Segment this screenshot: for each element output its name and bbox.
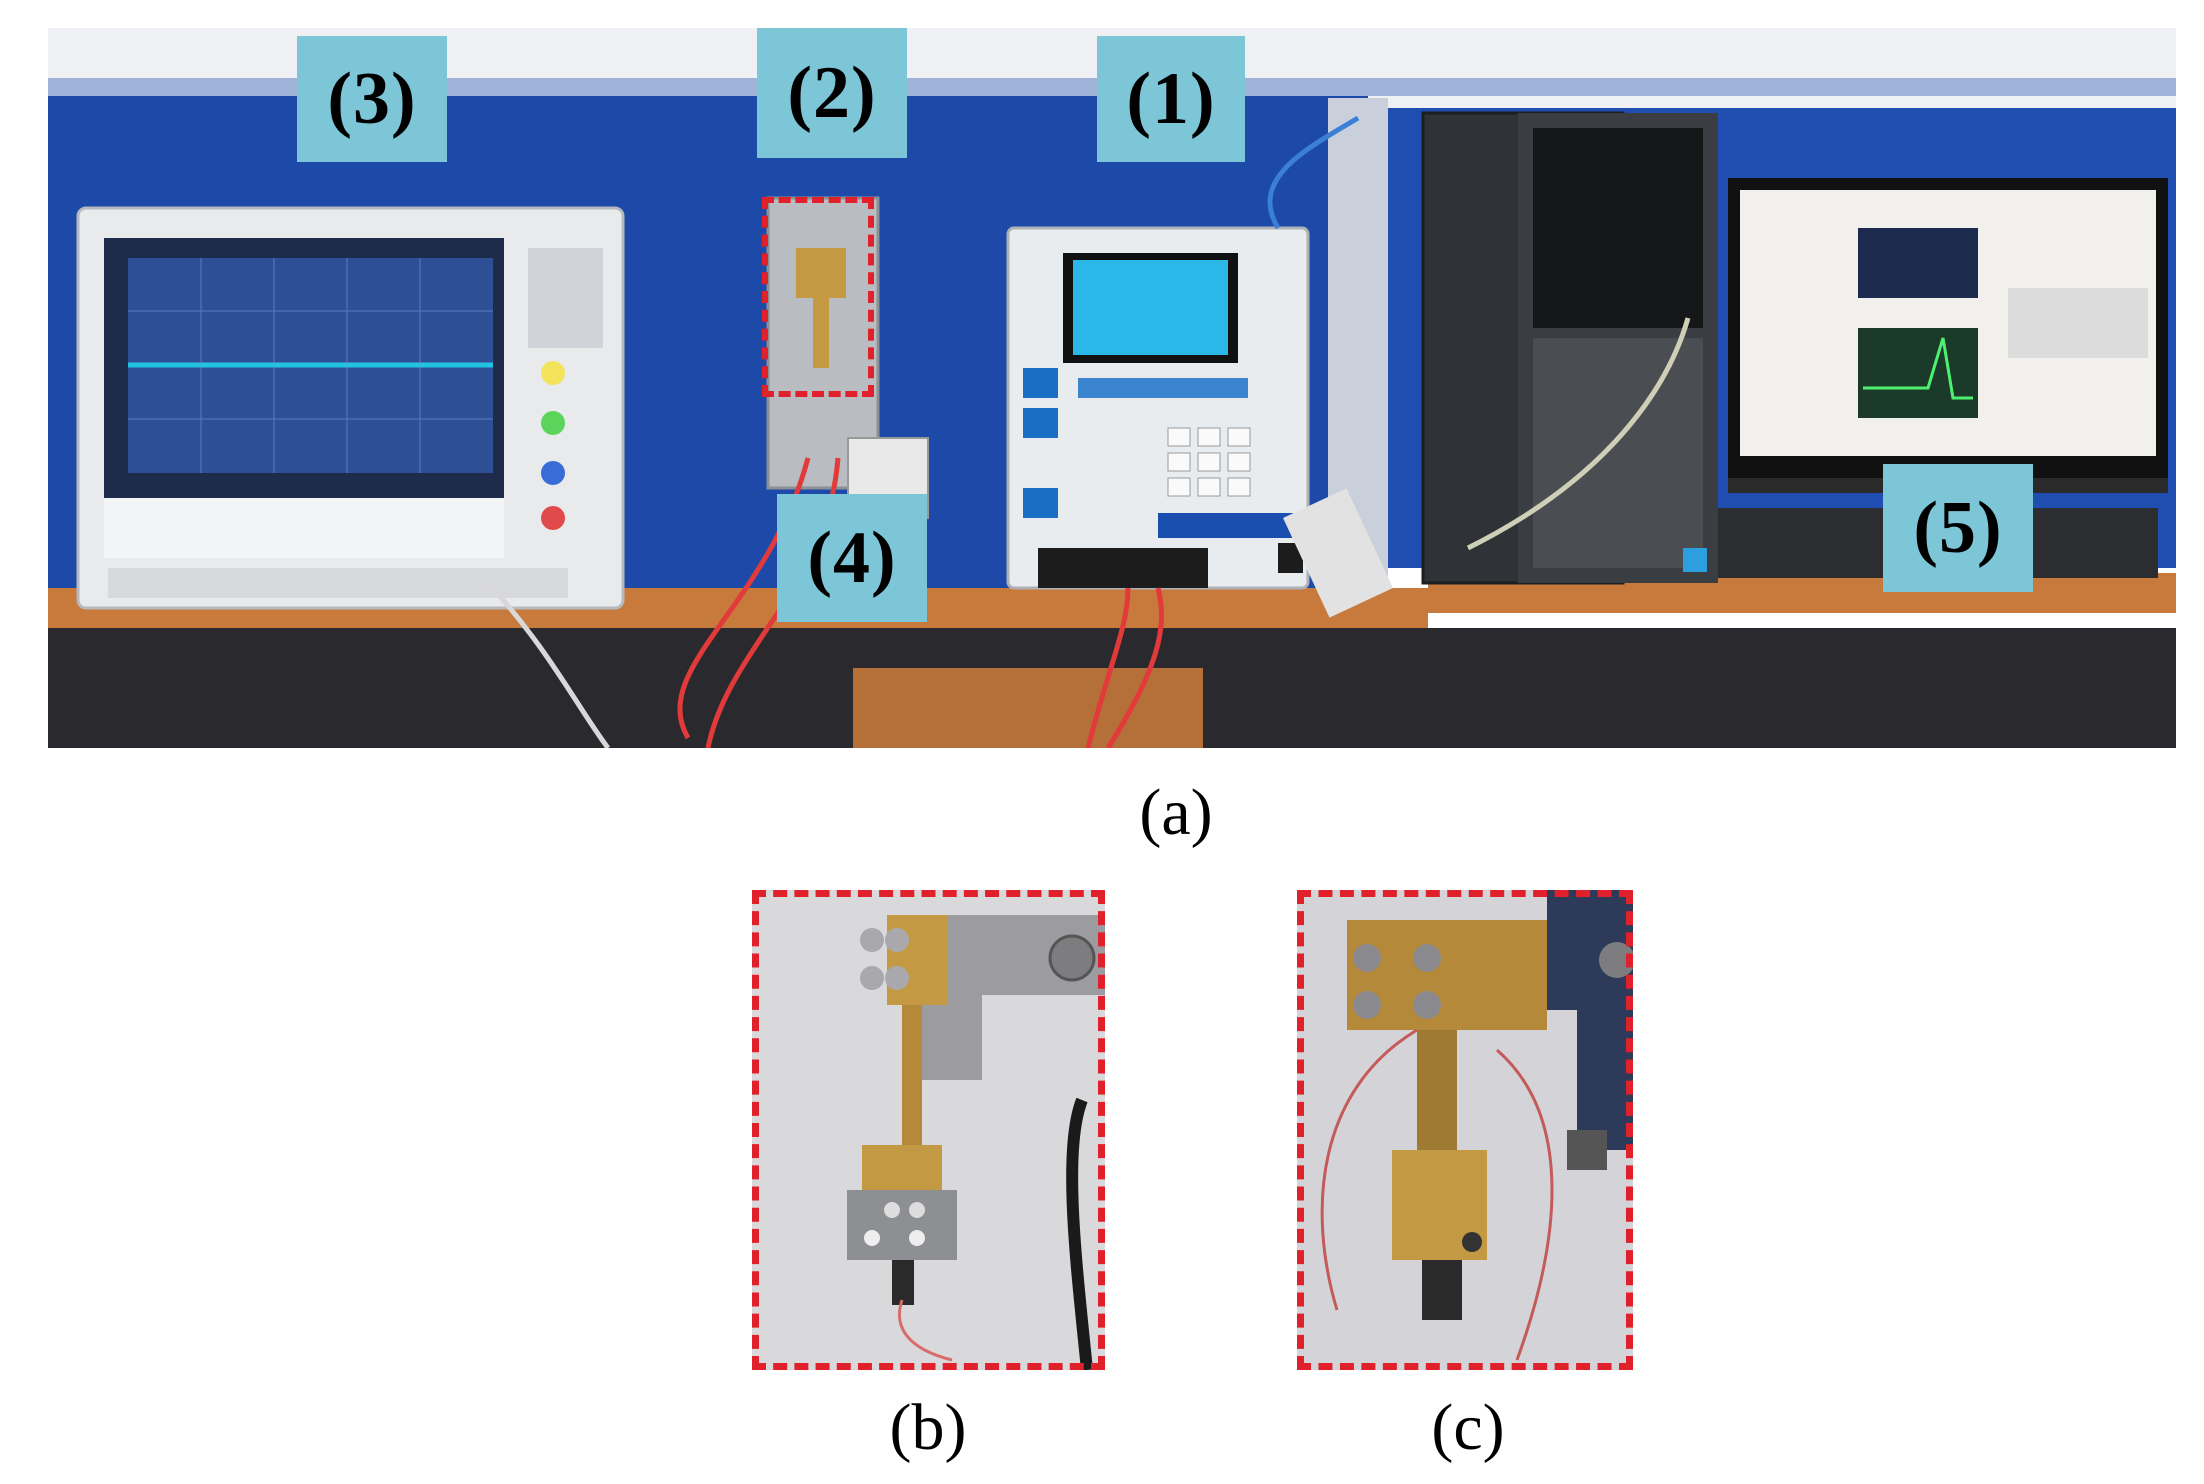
panel-b-caption: (b) <box>889 1391 967 1464</box>
callout-label-1: (1) <box>1097 36 1245 162</box>
electrode-closeup-photo-b <box>752 890 1105 1370</box>
callout-label-3: (3) <box>297 36 447 162</box>
electrode-closeup-photo-c <box>1297 890 1633 1370</box>
lab-setup-photo <box>48 28 2176 748</box>
photo-c-frame <box>1297 890 1633 1370</box>
panel-a-caption: (a) <box>1139 776 1213 849</box>
callout-label-4: (4) <box>777 494 927 622</box>
callout-label-5: (5) <box>1883 464 2033 592</box>
fixture-highlight-box <box>762 197 874 397</box>
callout-label-2: (2) <box>757 28 907 158</box>
photo-b-frame <box>752 890 1105 1370</box>
panel-c-caption: (c) <box>1431 1391 1505 1464</box>
